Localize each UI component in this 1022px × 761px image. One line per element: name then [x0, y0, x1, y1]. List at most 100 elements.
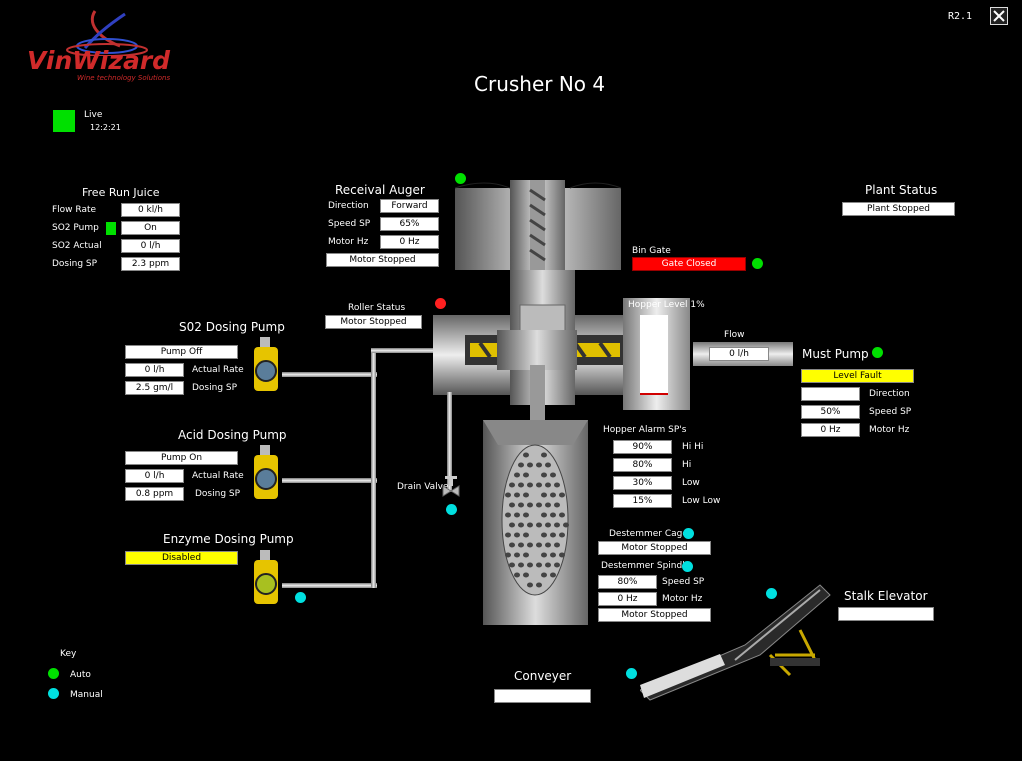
- destemmer-spindle-title: Destemmer Spindle: [601, 561, 691, 571]
- destemmer-cage-manual-indicator: [683, 528, 694, 539]
- hopper-alarm-title: Hopper Alarm SP's: [603, 425, 687, 435]
- so2-dosing-pump-status[interactable]: Pump Off: [125, 345, 238, 359]
- acid-pump-icon: [254, 445, 278, 499]
- acid-dosing-pump-status[interactable]: Pump On: [125, 451, 238, 465]
- free-run-juice-title: Free Run Juice: [82, 186, 160, 199]
- enzyme-dosing-pipe: [282, 583, 377, 588]
- enzyme-dosing-pump-title: Enzyme Dosing Pump: [163, 532, 294, 546]
- must-pump-auto-indicator: [872, 347, 883, 358]
- bin-gate-auto-indicator: [752, 258, 763, 269]
- hopper-level-fill: [640, 393, 668, 395]
- so2-dosing-pump-title: S02 Dosing Pump: [179, 320, 285, 334]
- auger-speed-label: Speed SP: [328, 219, 371, 229]
- acid-actual-rate-value: 0 l/h: [125, 469, 184, 483]
- so2-actual-rate-value: 0 l/h: [125, 363, 184, 377]
- version-label: R2.1: [948, 11, 973, 22]
- must-pump-status[interactable]: Level Fault: [801, 369, 914, 383]
- logo-swirl-icon: [66, 10, 148, 56]
- must-pump-speed-value[interactable]: 50%: [801, 405, 860, 419]
- drain-valve-manual-indicator: [446, 504, 457, 515]
- acid-dosing-sp-value[interactable]: 0.8 ppm: [125, 487, 184, 501]
- must-pump-direction-label: Direction: [869, 389, 910, 399]
- key-title: Key: [60, 649, 77, 659]
- drain-valve-icon[interactable]: [441, 474, 461, 500]
- enzyme-dosing-pump-status[interactable]: Disabled: [125, 551, 238, 565]
- roller-status-value[interactable]: Motor Stopped: [325, 315, 422, 329]
- so2-pump-indicator: [106, 222, 116, 235]
- key-auto-dot: [48, 668, 59, 679]
- so2-dosing-pipe: [282, 372, 377, 377]
- hopper-hihi-value[interactable]: 90%: [613, 440, 672, 454]
- hopper-lowlow-value[interactable]: 15%: [613, 494, 672, 508]
- conveyer-value[interactable]: [494, 689, 591, 703]
- so2-actual-label: SO2 Actual: [52, 241, 102, 251]
- hopper-level-label: Hopper Level 1%: [628, 300, 705, 310]
- so2-dosing-sp-label: Dosing SP: [192, 383, 238, 393]
- logo-tagline: Wine technology Solutions: [77, 74, 171, 82]
- crusher-machine-graphic: [433, 180, 648, 625]
- roller-alarm-indicator: [435, 298, 446, 309]
- bin-gate-title: Bin Gate: [632, 246, 671, 256]
- must-pump-speed-label: Speed SP: [869, 407, 912, 417]
- stalk-elevator-value[interactable]: [838, 607, 934, 621]
- live-time: 12:2:21: [90, 123, 121, 132]
- so2-actual-value: 0 l/h: [121, 239, 180, 253]
- logo-text: VinWizard: [27, 46, 171, 75]
- live-indicator: [53, 110, 75, 132]
- flow-rate-value: 0 kl/h: [121, 203, 180, 217]
- roller-status-title: Roller Status: [348, 303, 406, 313]
- live-label: Live: [84, 110, 103, 120]
- destemmer-cage-title: Destemmer Cage: [609, 529, 688, 539]
- vinwizard-logo: VinWizard Wine technology Solutions: [25, 6, 190, 86]
- flow-rate-label: Flow Rate: [52, 205, 97, 215]
- bin-gate-value[interactable]: Gate Closed: [632, 257, 746, 271]
- hopper-low-value[interactable]: 30%: [613, 476, 672, 490]
- drain-pipe: [447, 392, 452, 492]
- auger-motor-hz-value: 0 Hz: [380, 235, 439, 249]
- acid-dosing-sp-label: Dosing SP: [195, 489, 241, 499]
- stalk-conveyor-graphic: [640, 584, 831, 701]
- flow-value: 0 l/h: [709, 347, 769, 361]
- hopper-hi-label: Hi: [682, 460, 692, 470]
- so2-dosing-sp-value[interactable]: 2.5 gm/l: [125, 381, 184, 395]
- must-pump-title: Must Pump: [802, 347, 869, 361]
- auger-direction-value[interactable]: Forward: [380, 199, 439, 213]
- close-button[interactable]: [990, 7, 1008, 25]
- receival-auger-title: Receival Auger: [335, 183, 425, 197]
- dosing-sp-value[interactable]: 2.3 ppm: [121, 257, 180, 271]
- spindle-hz-value: 0 Hz: [598, 592, 657, 606]
- key-manual-dot: [48, 688, 59, 699]
- destemmer-spindle-manual-indicator: [682, 561, 693, 572]
- acid-dosing-pump-title: Acid Dosing Pump: [178, 428, 287, 442]
- auger-status[interactable]: Motor Stopped: [326, 253, 439, 267]
- auger-auto-indicator: [455, 173, 466, 184]
- key-manual-label: Manual: [70, 690, 103, 700]
- so2-pump-label: SO2 Pump: [52, 223, 99, 233]
- manifold-to-crusher-pipe: [371, 348, 433, 353]
- flow-title: Flow: [724, 330, 745, 340]
- spindle-hz-label: Motor Hz: [662, 594, 703, 604]
- must-pump-hz-value: 0 Hz: [801, 423, 860, 437]
- spindle-speed-value[interactable]: 80%: [598, 575, 657, 589]
- enzyme-pump-manual-indicator: [295, 592, 306, 603]
- page-title: Crusher No 4: [474, 72, 606, 96]
- hopper-low-label: Low: [682, 478, 700, 488]
- spindle-status[interactable]: Motor Stopped: [598, 608, 711, 622]
- conveyer-manual-indicator: [626, 668, 637, 679]
- destemmer-cage-value[interactable]: Motor Stopped: [598, 541, 711, 555]
- must-pump-direction-value[interactable]: [801, 387, 860, 401]
- dosing-manifold-pipe: [371, 348, 376, 588]
- spindle-speed-label: Speed SP: [662, 577, 705, 587]
- plant-status-value: Plant Stopped: [842, 202, 955, 216]
- dosing-sp-label: Dosing SP: [52, 259, 98, 269]
- stalk-elevator-title: Stalk Elevator: [844, 589, 928, 603]
- close-icon: [993, 10, 1005, 22]
- so2-pump-icon: [254, 337, 278, 391]
- auger-direction-label: Direction: [328, 201, 369, 211]
- hopper-hi-value[interactable]: 80%: [613, 458, 672, 472]
- auger-speed-value[interactable]: 65%: [380, 217, 439, 231]
- acid-actual-rate-label: Actual Rate: [192, 471, 244, 481]
- auger-motor-hz-label: Motor Hz: [328, 237, 369, 247]
- stalk-elevator-manual-indicator: [766, 588, 777, 599]
- key-auto-label: Auto: [70, 670, 91, 680]
